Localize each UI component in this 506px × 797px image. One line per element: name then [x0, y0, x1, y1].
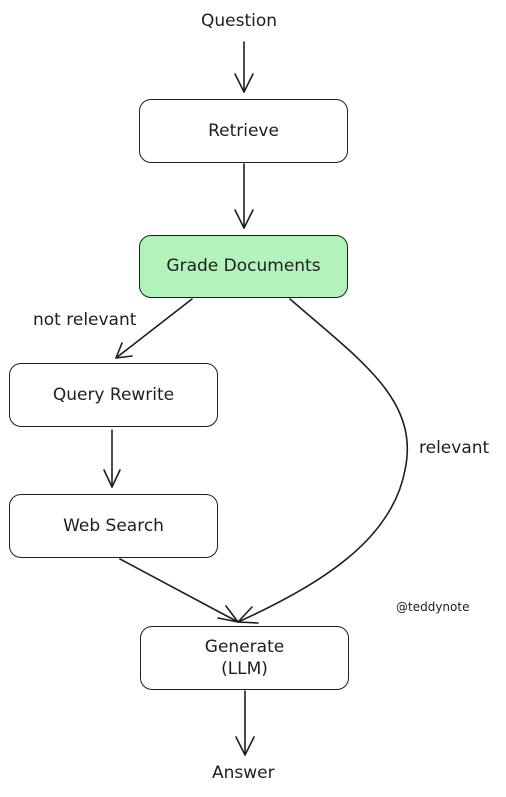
query-rewrite-node: Query Rewrite	[9, 363, 218, 427]
grade-documents-node: Grade Documents	[139, 235, 348, 298]
generate-node: Generate (LLM)	[140, 626, 349, 690]
grade-documents-node-label: Grade Documents	[166, 256, 321, 277]
question-label: Question	[201, 11, 278, 31]
answer-label: Answer	[212, 763, 275, 783]
web-search-node: Web Search	[9, 494, 218, 558]
edge-question-to-retrieve	[234, 41, 254, 93]
edge-grade-to-generate	[237, 298, 409, 624]
not-relevant-edge-label: not relevant	[33, 310, 137, 330]
generate-node-label: Generate (LLM)	[204, 636, 285, 679]
retrieve-node: Retrieve	[139, 99, 348, 163]
edge-retrieve-to-grade	[234, 163, 254, 229]
retrieve-node-label: Retrieve	[208, 120, 279, 141]
edge-query-rewrite-to-web-search	[103, 429, 121, 488]
edge-generate-to-answer	[235, 690, 255, 756]
edge-grade-to-query-rewrite	[115, 298, 193, 359]
query-rewrite-node-label: Query Rewrite	[52, 384, 175, 405]
web-search-node-label: Web Search	[63, 515, 164, 536]
watermark: @teddynote	[396, 600, 470, 614]
relevant-edge-label: relevant	[419, 438, 490, 458]
edge-web-search-to-generate	[119, 558, 239, 623]
